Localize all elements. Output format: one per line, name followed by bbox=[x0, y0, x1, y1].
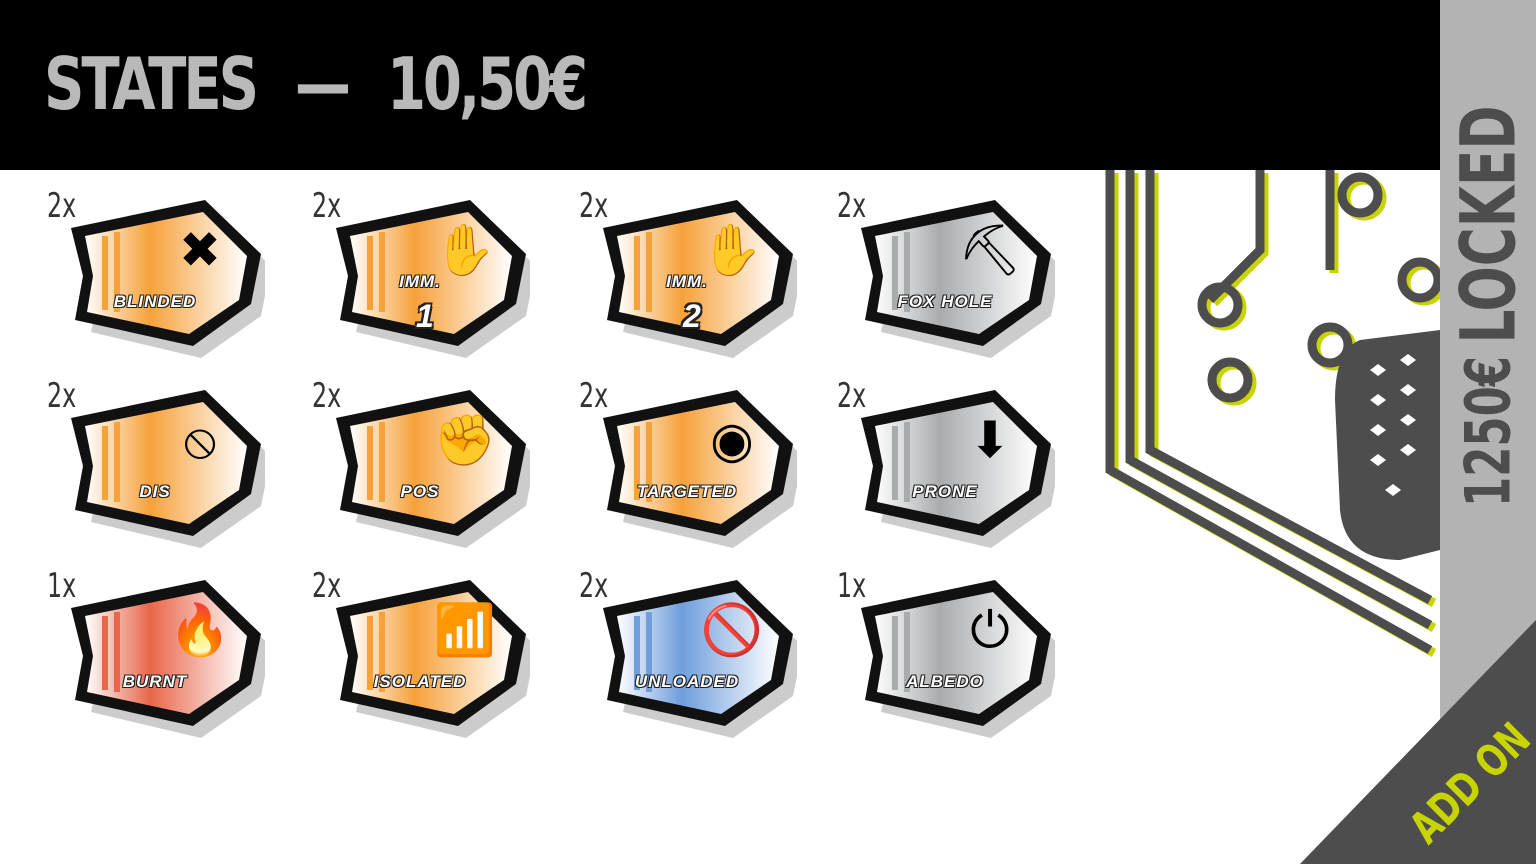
token-count: 2x bbox=[312, 186, 342, 226]
title-price: 10,50€ bbox=[386, 42, 588, 126]
token-count: 2x bbox=[579, 186, 609, 226]
token-badge bbox=[603, 580, 797, 738]
token-label: BLINDED bbox=[113, 292, 197, 311]
title-text: STATES bbox=[44, 42, 259, 126]
token-badge bbox=[861, 580, 1055, 738]
token-badge bbox=[861, 390, 1055, 548]
token-blinded: 2x ✖ BLINDED bbox=[47, 186, 285, 370]
hand-icon: ✋ bbox=[433, 222, 497, 278]
token-count: 2x bbox=[47, 186, 77, 226]
locked-label: LOCKED bbox=[1443, 105, 1533, 344]
token-isolated: 2x 📶 ISOLATED bbox=[312, 566, 550, 750]
title-separator: — bbox=[294, 42, 351, 126]
token-badge bbox=[861, 200, 1055, 358]
token-label: ALBEDO bbox=[906, 672, 984, 691]
token-count: 2x bbox=[312, 376, 342, 416]
token-count: 2x bbox=[579, 566, 609, 606]
fire-icon: 🔥 bbox=[168, 602, 232, 658]
token-label: IMM. bbox=[399, 272, 441, 291]
token-badge bbox=[71, 390, 265, 548]
token-sublabel: 2 bbox=[683, 298, 701, 334]
token-count: 1x bbox=[837, 566, 867, 606]
token-sublabel: 1 bbox=[416, 298, 434, 334]
down-arrow-icon: ⬇ bbox=[969, 412, 1011, 468]
token-count: 1x bbox=[47, 566, 77, 606]
token-count: 2x bbox=[837, 186, 867, 226]
token-badge bbox=[336, 390, 530, 548]
token-label: FOX HOLE bbox=[897, 292, 993, 311]
token-albedo: 1x ⏻ ALBEDO bbox=[837, 566, 1075, 750]
shovel-icon: ⛏ bbox=[958, 222, 1022, 278]
token-badge bbox=[336, 580, 530, 738]
token-prone: 2x ⬇ PRONE bbox=[837, 376, 1075, 560]
token-targeted: 2x ◉ TARGETED bbox=[579, 376, 817, 560]
page-title: STATES — 10,50€ bbox=[44, 42, 588, 126]
token-badge bbox=[71, 580, 265, 738]
token-badge bbox=[603, 200, 797, 358]
token-badge bbox=[603, 390, 797, 548]
target-icon: ◉ bbox=[710, 412, 754, 468]
token-fox-hole: 2x ⛏ FOX HOLE bbox=[837, 186, 1075, 370]
token-imm--2: 2x ✋ IMM. 2 bbox=[579, 186, 817, 370]
token-count: 2x bbox=[579, 376, 609, 416]
token-label: TARGETED bbox=[636, 482, 738, 501]
prohibited-icon: ⦸ bbox=[183, 412, 217, 468]
token-label: BURNT bbox=[122, 672, 188, 691]
token-badge bbox=[71, 200, 265, 358]
token-badge bbox=[336, 200, 530, 358]
token-count: 2x bbox=[47, 376, 77, 416]
token-burnt: 1x 🔥 BURNT bbox=[47, 566, 285, 750]
header-bar bbox=[0, 0, 1440, 170]
token-imm--1: 2x ✋ IMM. 1 bbox=[312, 186, 550, 370]
power-up-icon: ⏻ bbox=[970, 602, 1010, 658]
token-label: PRONE bbox=[912, 482, 978, 501]
locked-price: 1250€ bbox=[1451, 356, 1525, 507]
token-label: IMM. bbox=[666, 272, 708, 291]
fist-lightning-icon: ✊ bbox=[433, 412, 497, 468]
no-signal-icon: 📶 bbox=[433, 602, 497, 658]
token-label: POS bbox=[400, 482, 440, 501]
hand-icon: ✋ bbox=[700, 222, 764, 278]
token-dis: 2x ⦸ DIS bbox=[47, 376, 285, 560]
token-unloaded: 2x 🚫 UNLOADED bbox=[579, 566, 817, 750]
circuit-decoration bbox=[1105, 170, 1440, 657]
no-ammo-icon: 🚫 bbox=[700, 602, 764, 658]
token-count: 2x bbox=[312, 566, 342, 606]
token-label: ISOLATED bbox=[373, 672, 467, 691]
token-count: 2x bbox=[837, 376, 867, 416]
token-label: DIS bbox=[139, 482, 171, 501]
token-label: UNLOADED bbox=[634, 672, 740, 691]
blinded-eye-icon: ✖ bbox=[179, 222, 221, 278]
addon-corner bbox=[1300, 620, 1536, 864]
token-pos: 2x ✊ POS bbox=[312, 376, 550, 560]
